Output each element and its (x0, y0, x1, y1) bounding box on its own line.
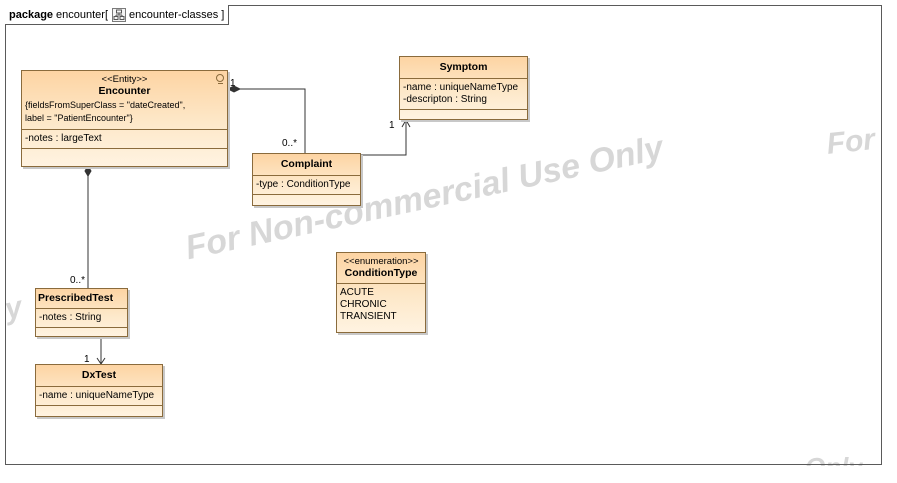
class-dxtest[interactable]: DxTest -name : uniqueNameType (35, 364, 163, 417)
package-frame (5, 5, 882, 465)
class-header: DxTest (36, 365, 162, 386)
operation-compartment (253, 194, 360, 201)
package-tab: package encounter[ encounter-classes ] (5, 5, 230, 25)
association-complaint-symptom (361, 121, 407, 156)
tagged-values: {fieldsFromSuperClass = "dateCreated", l… (22, 99, 227, 129)
class-name: DxTest (81, 369, 117, 381)
class-header: PrescribedTest (36, 289, 127, 308)
association-encounter-complaint (228, 88, 306, 153)
mult-complaint-target: 0..* (282, 138, 298, 149)
attribute-compartment: -notes : String (36, 308, 127, 327)
class-header: <<Entity>> Encounter (22, 71, 227, 99)
stereotype-label: <<Entity>> (101, 74, 148, 85)
class-complaint[interactable]: Complaint -type : ConditionType (252, 153, 361, 206)
operation-compartment (36, 327, 127, 334)
attribute-row: -name : uniqueNameType (39, 390, 155, 401)
watermark-bottom-fragment: Only (805, 452, 863, 482)
entity-icon (216, 74, 224, 84)
package-keyword: package (9, 8, 54, 21)
enum-literal: CHRONIC (340, 299, 387, 310)
mult-encounter-source: 1 (230, 78, 236, 89)
attribute-row: -notes : largeText (25, 133, 102, 144)
diagram-name: encounter-classes (129, 8, 219, 21)
attribute-row: -descripton : String (403, 94, 487, 105)
enum-literal: ACUTE (340, 287, 374, 298)
attribute-compartment: -name : uniqueNameType -descripton : Str… (400, 78, 527, 109)
attribute-row: -name : uniqueNameType (403, 82, 519, 93)
operation-compartment (400, 109, 527, 116)
class-header: <<enumeration>> ConditionType (337, 253, 425, 283)
tagged-value-line: label = "PatientEncounter"} (25, 113, 133, 123)
class-encounter[interactable]: <<Entity>> Encounter {fieldsFromSuperCla… (21, 70, 228, 167)
class-header: Complaint (253, 154, 360, 175)
mult-dxtest-target: 1 (84, 354, 90, 365)
package-close-bracket: ] (221, 8, 225, 21)
composition-diamond-encounter-prescribed (84, 165, 92, 177)
class-name: Encounter (98, 85, 151, 97)
class-name: Complaint (280, 158, 333, 170)
package-name: encounter[ (56, 8, 109, 21)
composition-diamond-encounter-complaint (226, 85, 242, 93)
attribute-compartment: -type : ConditionType (253, 175, 360, 194)
class-name: Symptom (439, 61, 488, 73)
arrowhead-symptom (401, 118, 411, 128)
literal-compartment: ACUTE CHRONIC TRANSIENT (337, 283, 425, 326)
class-diagram-icon (112, 7, 127, 22)
attribute-row: -type : ConditionType (256, 179, 351, 190)
mult-prescribed-target: 0..* (70, 275, 86, 286)
attribute-row: -notes : String (39, 312, 102, 323)
class-name: ConditionType (344, 267, 418, 279)
operation-compartment (22, 148, 227, 155)
class-name: PrescribedTest (38, 292, 114, 304)
mult-symptom-target: 1 (389, 120, 395, 131)
class-prescribed-test[interactable]: PrescribedTest -notes : String (35, 288, 128, 337)
class-condition-type[interactable]: <<enumeration>> ConditionType ACUTE CHRO… (336, 252, 426, 333)
enum-literal: TRANSIENT (340, 311, 397, 322)
attribute-compartment: -name : uniqueNameType (36, 386, 162, 405)
stereotype-label: <<enumeration>> (343, 256, 419, 267)
attribute-compartment: -notes : largeText (22, 129, 227, 148)
tagged-value-line: {fieldsFromSuperClass = "dateCreated", (25, 100, 186, 110)
class-header: Symptom (400, 57, 527, 78)
class-symptom[interactable]: Symptom -name : uniqueNameType -descript… (399, 56, 528, 120)
operation-compartment (36, 405, 162, 412)
